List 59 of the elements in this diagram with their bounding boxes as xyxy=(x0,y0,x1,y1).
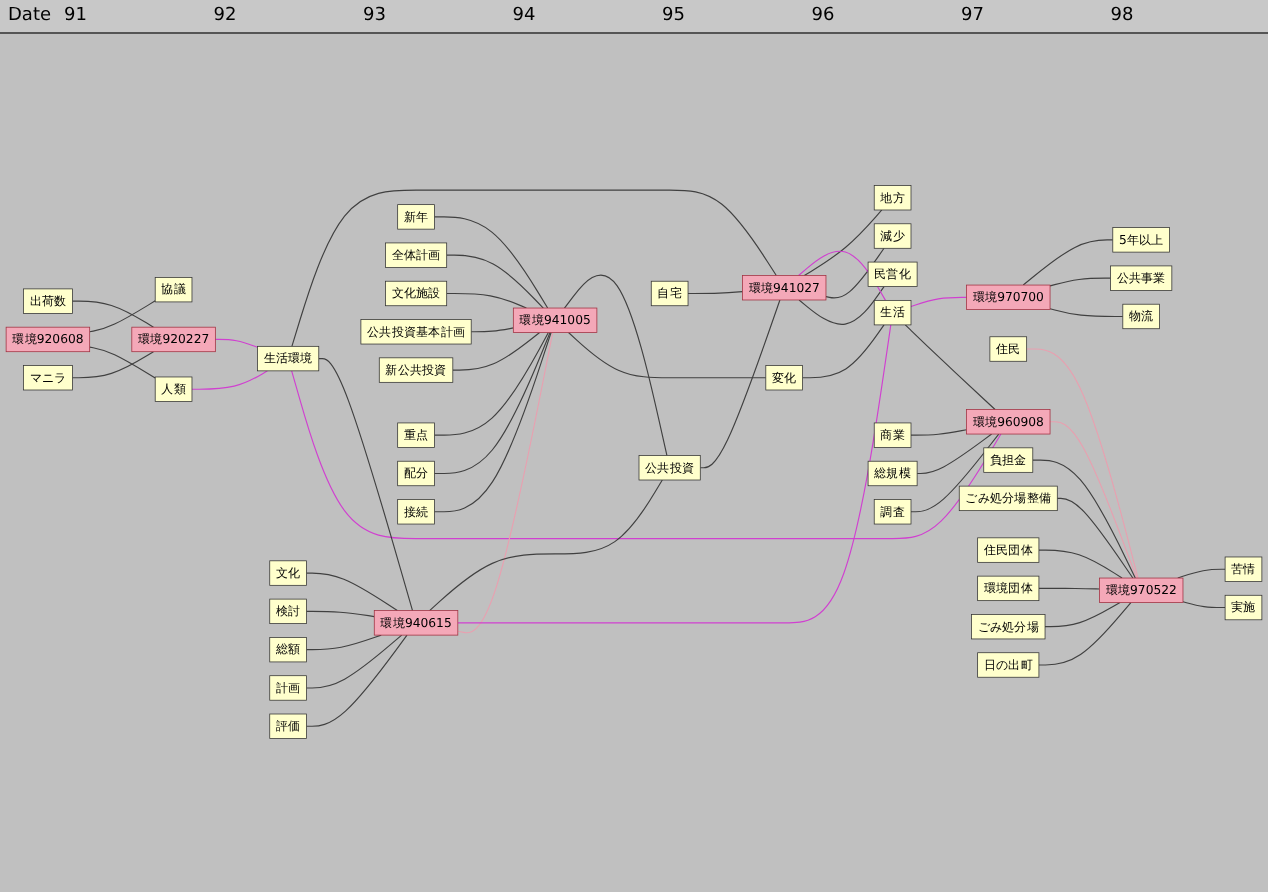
connector xyxy=(687,291,743,295)
connector xyxy=(457,324,892,624)
connector xyxy=(910,433,1000,513)
connector xyxy=(1038,587,1100,590)
connector xyxy=(803,209,883,277)
connector xyxy=(1038,549,1123,579)
connector xyxy=(798,250,887,301)
connector xyxy=(71,351,155,379)
axis-label: 91 xyxy=(64,6,89,26)
connector xyxy=(1049,308,1124,318)
connector xyxy=(904,324,996,411)
connector xyxy=(433,216,549,309)
connector xyxy=(567,331,767,379)
axis-label: 95 xyxy=(662,6,687,26)
connector xyxy=(446,292,527,309)
connector xyxy=(1177,568,1226,579)
connector xyxy=(305,572,398,612)
connector xyxy=(457,331,554,634)
connector xyxy=(433,331,549,436)
connector xyxy=(798,286,885,325)
connector xyxy=(305,610,375,618)
connector xyxy=(291,370,1002,540)
connector xyxy=(802,324,885,379)
connector xyxy=(1032,459,1136,579)
connector xyxy=(433,331,551,475)
axis-label: 92 xyxy=(213,6,239,26)
connector xyxy=(699,299,781,469)
connector xyxy=(563,274,668,457)
connector xyxy=(1022,239,1114,286)
connector xyxy=(305,634,408,727)
axis-label: 98 xyxy=(1110,6,1136,26)
axis-label: 96 xyxy=(811,6,837,26)
axis-label: 97 xyxy=(961,6,986,26)
connector xyxy=(1049,277,1112,287)
connector xyxy=(1056,497,1134,579)
connector xyxy=(1182,601,1226,609)
connector xyxy=(433,331,552,513)
connector xyxy=(89,346,156,379)
connector xyxy=(1026,348,1139,579)
connector xyxy=(916,433,993,475)
connector xyxy=(214,338,259,348)
connector xyxy=(318,358,414,612)
connector xyxy=(89,300,156,333)
connector xyxy=(1049,421,1138,579)
connector xyxy=(305,634,382,651)
axis-label: Date xyxy=(8,6,54,26)
connector xyxy=(910,429,968,436)
connector xyxy=(446,254,544,309)
connector xyxy=(429,479,663,612)
connector xyxy=(305,634,403,689)
axis-label: 94 xyxy=(512,6,538,26)
connector xyxy=(1038,602,1132,666)
axis-label: 93 xyxy=(363,6,388,26)
connector xyxy=(470,327,514,333)
connector xyxy=(452,331,541,371)
connector xyxy=(910,296,968,308)
connector xyxy=(71,300,155,328)
connector xyxy=(1044,602,1121,628)
connector xyxy=(191,370,269,390)
